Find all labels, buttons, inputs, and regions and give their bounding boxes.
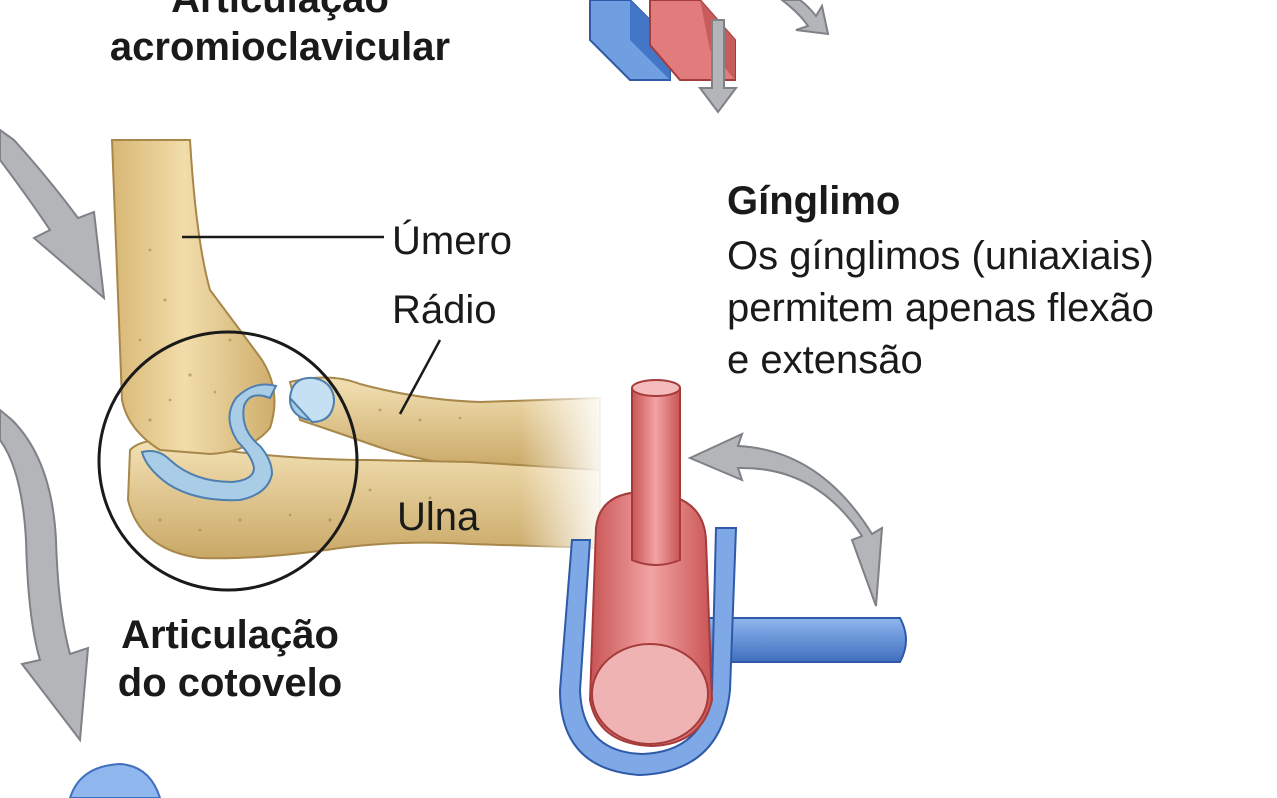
label-elbow-joint: Articulação do cotovelo [117, 613, 343, 705]
humerus-bone [110, 139, 276, 456]
trochlea-cartilage [140, 383, 278, 502]
forearm-bones [126, 376, 610, 560]
plane-joint-model-icon [589, 0, 830, 114]
radius-leader-line [398, 339, 442, 415]
label-humerus: Úmero [392, 219, 513, 263]
curved-arrow-icon [687, 432, 884, 607]
label-radius: Rádio [392, 288, 497, 332]
bone-texture [138, 248, 462, 532]
hinge-joint-model-icon [558, 379, 907, 777]
label-acromioclavicular-joint: Articulação acromioclavicular [109, 0, 451, 69]
elbow-detail-circle [97, 330, 359, 592]
curved-arrow-icon [0, 408, 90, 743]
label-ulna: Ulna [397, 495, 480, 539]
hinge-joint-title: Gínglimo [727, 179, 901, 223]
cartilage-fragment [68, 762, 162, 798]
hinge-joint-description: Os gínglimos (uniaxiais) permitem apenas… [727, 234, 1154, 382]
curved-arrow-icon [0, 128, 106, 301]
